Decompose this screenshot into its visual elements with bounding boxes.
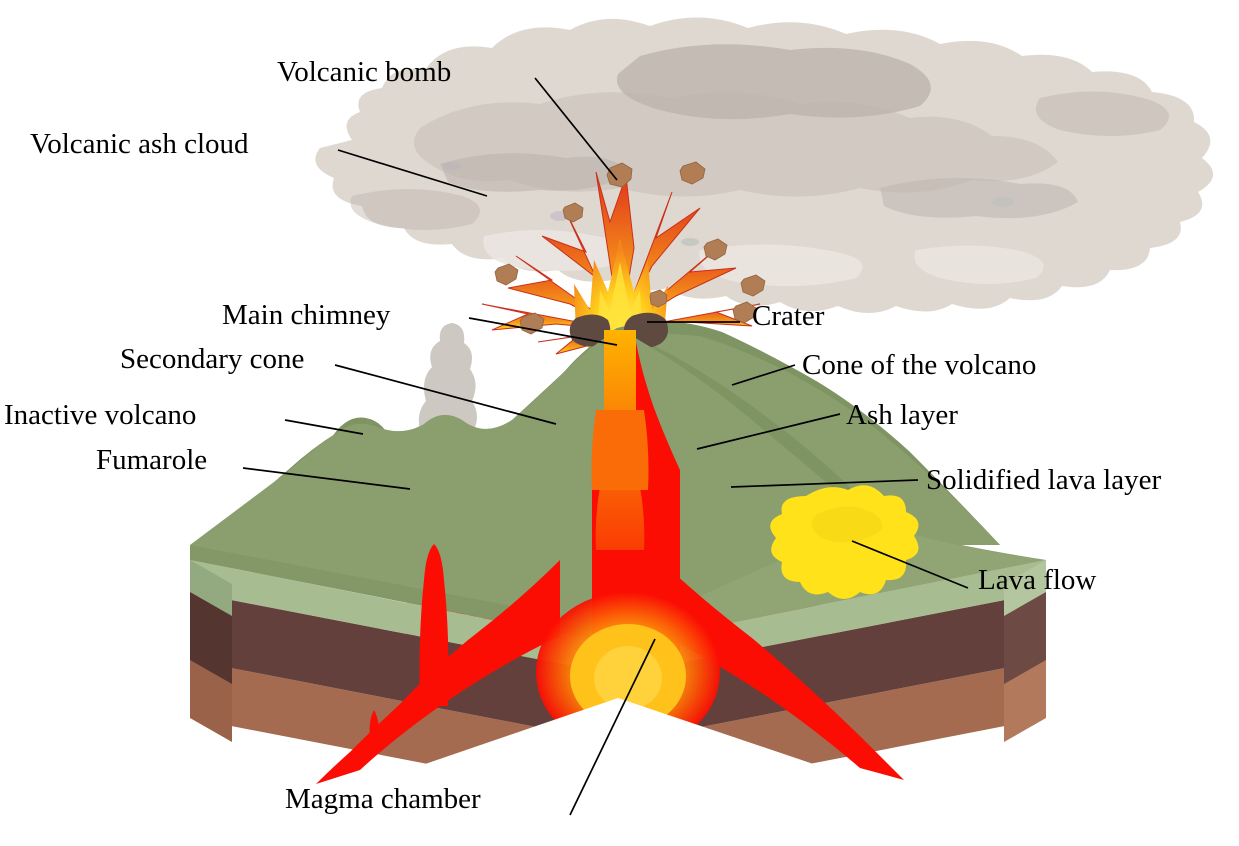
label-volcanic-ash-cloud: Volcanic ash cloud — [30, 128, 249, 160]
volcanic-ash-cloud-shape — [315, 17, 1214, 313]
leader-volcanic-bomb — [534, 77, 618, 181]
label-crater: Crater — [752, 300, 825, 332]
label-fumarole: Fumarole — [96, 444, 208, 476]
leader-cone-of-the-volcano — [731, 364, 796, 386]
label-secondary-cone: Secondary cone — [120, 343, 305, 375]
label-inactive-volcano: Inactive volcano — [4, 399, 197, 431]
leader-ash-layer — [696, 413, 841, 450]
label-cone-of-the-volcano: Cone of the volcano — [802, 349, 1037, 381]
lava-flow-blob — [770, 485, 919, 599]
leader-inactive-volcano — [284, 419, 364, 435]
leader-fumarole — [242, 467, 411, 490]
label-volcanic-bomb: Volcanic bomb — [277, 56, 452, 88]
leader-lava-flow — [851, 540, 969, 589]
label-solidified-lava-layer: Solidified lava layer — [926, 464, 1162, 496]
label-lava-flow: Lava flow — [978, 564, 1097, 596]
leader-main-chimney — [468, 317, 618, 346]
leader-lines — [242, 77, 969, 816]
label-magma-chamber: Magma chamber — [285, 783, 481, 815]
leader-magma-chamber — [569, 638, 656, 816]
magma-chamber — [0, 342, 1239, 846]
leader-solidified-lava-layer — [730, 479, 919, 488]
label-main-chimney: Main chimney — [222, 299, 391, 331]
label-ash-layer: Ash layer — [846, 399, 958, 431]
leader-secondary-cone — [334, 364, 557, 425]
leader-volcanic-ash-cloud — [337, 149, 488, 197]
